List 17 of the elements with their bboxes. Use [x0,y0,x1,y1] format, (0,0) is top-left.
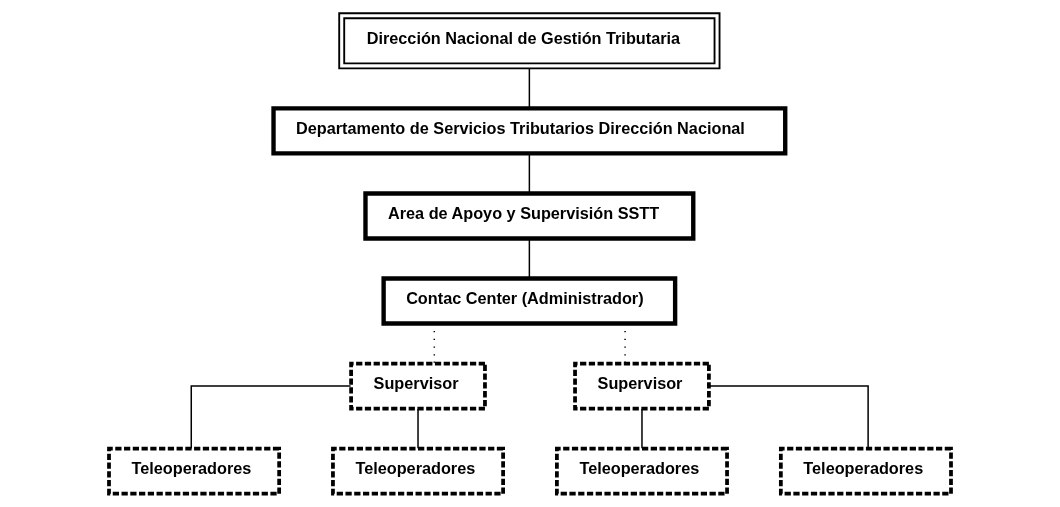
node-box: Teleoperadores [778,446,953,496]
node-box: Supervisor [573,361,711,411]
connector [528,152,531,194]
connector [190,385,352,450]
connector [641,408,643,450]
connector [708,385,869,450]
connector [528,68,531,109]
connector [417,408,419,450]
connector [528,238,531,279]
node-box: Contac Center (Administrador) [381,276,678,326]
node-box: Supervisor [349,361,487,411]
node-box: Departamento de Servicios Tributarios Dirección Nacional [271,106,788,156]
node-box: Teleoperadores [555,446,729,496]
node-box: Teleoperadores [107,446,282,496]
node-box: Dirección Nacional de Gestión Tributaria [338,12,721,70]
node-box: Teleoperadores [331,446,505,496]
node-box: Area de Apoyo y Supervisión SSTT [363,191,696,241]
